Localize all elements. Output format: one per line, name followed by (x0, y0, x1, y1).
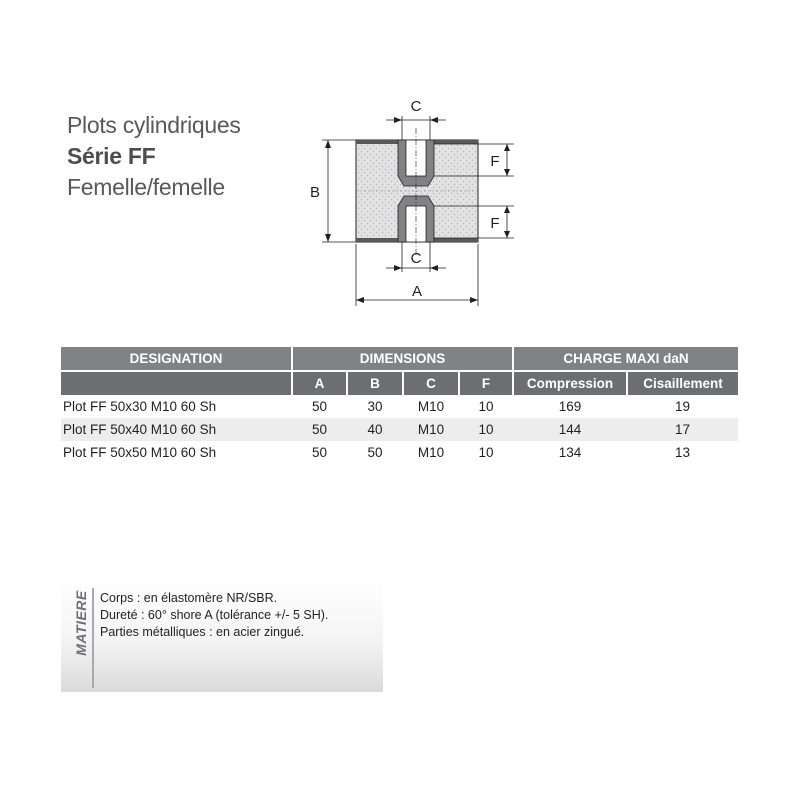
cell-c: M10 (417, 445, 445, 460)
dimension-a: A (355, 244, 479, 306)
cell-c: M10 (403, 418, 459, 441)
cell-a: 50 (292, 418, 347, 441)
material-description: Corps : en élastomère NR/SBR. Dureté : 6… (100, 590, 328, 641)
title-line-3: Femelle/femelle (67, 174, 225, 200)
table-row: Plot FF 50x30 M10 60 Sh 50 30 M10 10 169… (61, 395, 738, 418)
dimension-c-bottom: C (386, 242, 446, 272)
header-dimensions: DIMENSIONS (292, 347, 515, 372)
cell-cisaillement: 17 (627, 418, 739, 441)
label-f-bottom: F (490, 215, 499, 232)
header-designation: DESIGNATION (61, 347, 293, 372)
dimension-b: B (310, 139, 356, 243)
header-b: B (347, 371, 404, 395)
dimension-f-bottom: F (434, 205, 514, 239)
cell-designation: Plot FF 50x40 M10 60 Sh (61, 418, 292, 441)
header-c: C (403, 371, 460, 395)
cell-cisaillement: 13 (675, 445, 691, 460)
cell-a: 50 (311, 399, 328, 414)
label-c-top: C (411, 98, 422, 115)
cell-designation: Plot FF 50x50 M10 60 Sh (63, 445, 217, 460)
header-blank (61, 371, 293, 395)
cell-b: 40 (347, 418, 403, 441)
cell-f: 10 (459, 418, 514, 441)
dimension-f-top: F (434, 143, 514, 177)
specification-table: DESIGNATION DIMENSIONS CHARGE MAXI daN A… (61, 347, 739, 464)
header-a: A (292, 371, 348, 395)
cell-a: 50 (311, 445, 328, 460)
material-divider (92, 588, 94, 688)
cell-b: 50 (367, 445, 383, 460)
cell-b: 30 (367, 399, 383, 414)
cell-compression: 169 (558, 399, 582, 414)
label-f-top: F (490, 153, 499, 170)
header-f: F (459, 371, 515, 395)
title-line-1: Plots cylindriques (67, 112, 241, 138)
material-line-hardness: Dureté : 60° shore A (tolérance +/- 5 SH… (100, 608, 329, 622)
material-section: MATIERE Corps : en élastomère NR/SBR. Du… (61, 578, 383, 692)
cell-c: M10 (417, 399, 445, 414)
dimension-c-top: C (386, 98, 446, 142)
cell-f: 10 (478, 445, 494, 460)
cell-designation: Plot FF 50x30 M10 60 Sh (63, 399, 217, 414)
cylinder-body (355, 128, 479, 256)
cell-compression: 134 (558, 445, 582, 460)
table-sub-header-row: A B C F Compression Cisaillement (61, 371, 739, 395)
cell-compression: 144 (513, 418, 628, 441)
table-row: Plot FF 50x40 M10 60 Sh 50 40 M10 10 144… (61, 418, 739, 441)
material-line-body: Corps : en élastomère NR/SBR. (100, 591, 278, 605)
material-label: MATIERE (73, 590, 89, 656)
cell-f: 10 (478, 399, 494, 414)
title-line-2: Série FF (67, 143, 156, 169)
material-line-metal-parts: Parties métalliques : en acier zingué. (100, 625, 305, 639)
header-cisaillement: Cisaillement (627, 371, 739, 395)
header-charge-maxi: CHARGE MAXI daN (513, 347, 739, 372)
cell-cisaillement: 19 (675, 399, 691, 414)
table-row: Plot FF 50x50 M10 60 Sh 50 50 M10 10 134… (61, 441, 738, 464)
header-compression: Compression (513, 371, 629, 395)
label-b: B (310, 184, 320, 201)
table-group-header-row: DESIGNATION DIMENSIONS CHARGE MAXI daN (61, 347, 739, 372)
label-a: A (412, 283, 422, 300)
dimension-diagram: C C A B (310, 98, 514, 306)
label-c-bottom: C (411, 250, 422, 267)
product-title: Plots cylindriques Série FF Femelle/feme… (67, 110, 241, 203)
